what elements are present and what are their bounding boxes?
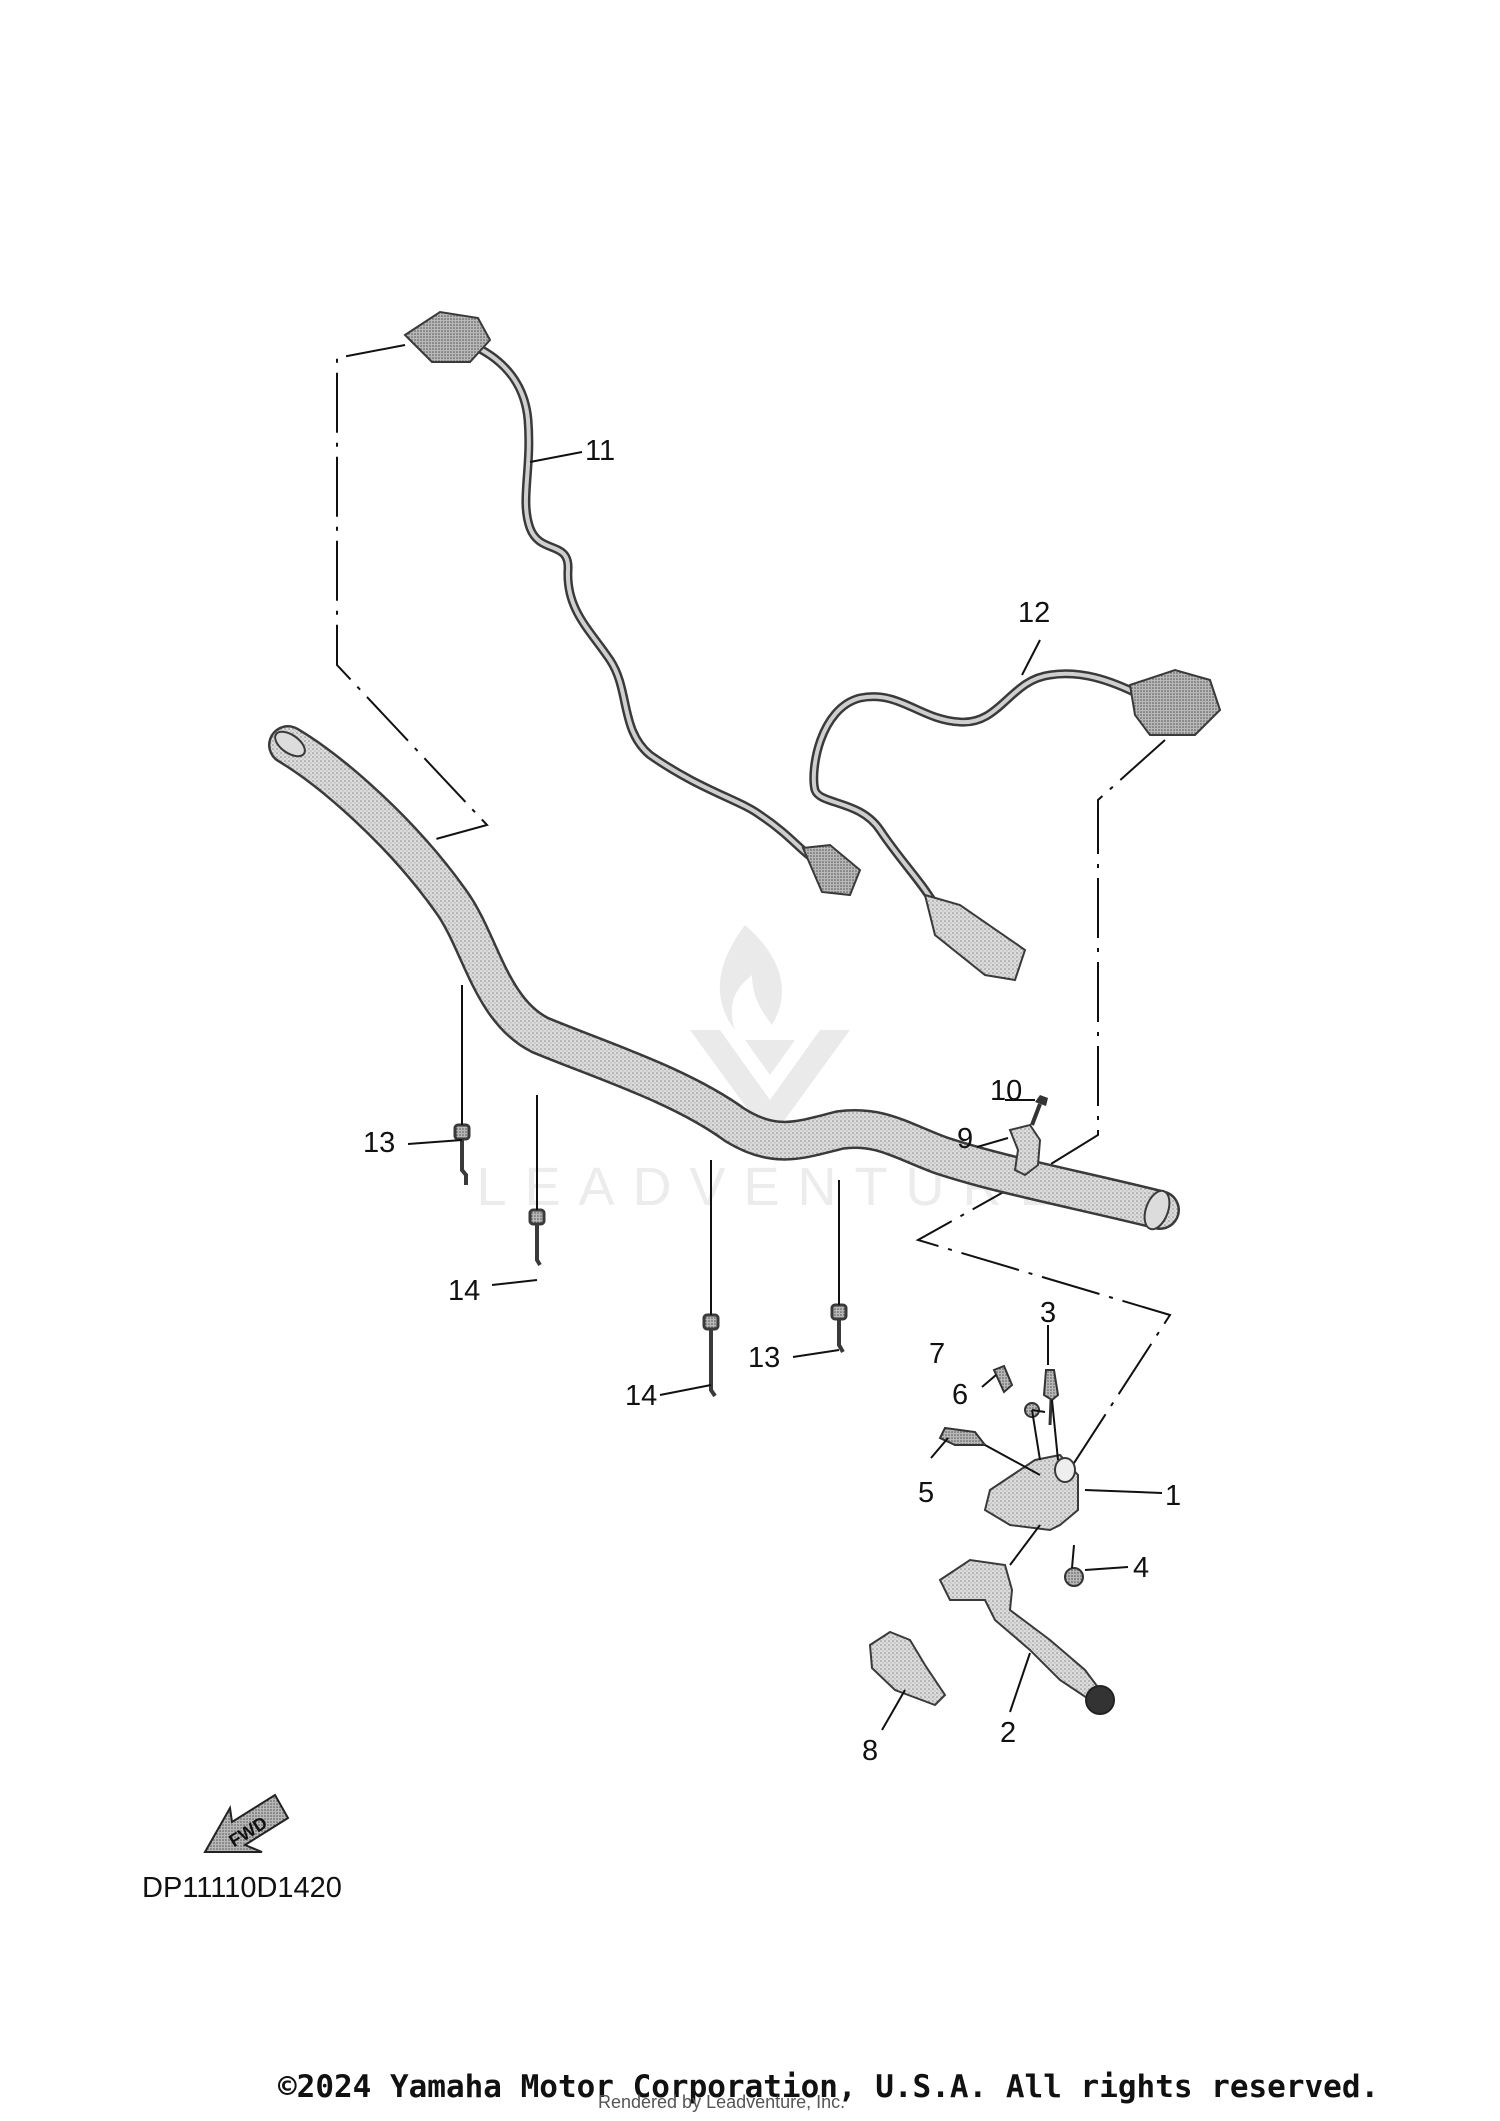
leader-lines <box>407 451 1163 1731</box>
callout-11: 11 <box>585 435 615 467</box>
part-2-lever[interactable] <box>938 1558 1115 1715</box>
part-7-bolt[interactable] <box>992 1364 1014 1394</box>
callout-3: 3 <box>1040 1297 1056 1329</box>
callout-7: 7 <box>929 1338 945 1370</box>
copyright-notice: ©2024 Yamaha Motor Corporation, U.S.A. A… <box>278 2069 1380 2105</box>
part-14-band-center <box>702 1313 720 1398</box>
part-9-clamp[interactable] <box>1008 1123 1042 1177</box>
part-10-bolt[interactable] <box>1030 1095 1048 1126</box>
callout-2: 2 <box>1000 1717 1016 1749</box>
fwd-arrow-icon: FWD <box>203 1793 290 1853</box>
part-12-right-switch-harness[interactable] <box>809 668 1222 982</box>
part-13-band-center <box>830 1303 848 1353</box>
callout-9: 9 <box>957 1123 973 1155</box>
callout-5: 5 <box>918 1477 934 1509</box>
diagram-code: DP11110D1420 <box>142 1872 342 1904</box>
part-8-lever-cover[interactable] <box>868 1630 947 1707</box>
part-1-lever-holder[interactable] <box>983 1453 1079 1532</box>
callout-10: 10 <box>990 1075 1022 1107</box>
callout-6: 6 <box>952 1379 968 1411</box>
rendered-by-notice: Rendered by Leadventure, Inc. <box>598 2092 846 2112</box>
part-5-adjuster[interactable] <box>938 1426 988 1446</box>
callout-8: 8 <box>862 1735 878 1767</box>
part-3-bolt[interactable] <box>1042 1369 1060 1426</box>
part-4-nut[interactable] <box>1064 1567 1084 1587</box>
callout-14-center: 14 <box>625 1380 657 1412</box>
callout-12: 12 <box>1018 597 1050 629</box>
callout-13-left: 13 <box>363 1127 395 1159</box>
assembly-reference-lines <box>336 344 1172 1501</box>
callout-1: 1 <box>1165 1480 1181 1512</box>
callout-4: 4 <box>1133 1552 1149 1584</box>
part-14-band-left <box>528 1208 546 1267</box>
callout-14-left: 14 <box>448 1275 480 1307</box>
flame-v-logo-icon <box>690 925 850 1140</box>
part-13-band-left <box>453 1123 471 1185</box>
callout-numbers: 1 2 3 4 5 6 7 8 9 10 11 12 13 14 13 14 <box>363 435 1181 1767</box>
part-11-left-switch-harness[interactable] <box>403 310 862 897</box>
handlebar[interactable] <box>268 725 1180 1233</box>
callout-13-center: 13 <box>748 1342 780 1374</box>
